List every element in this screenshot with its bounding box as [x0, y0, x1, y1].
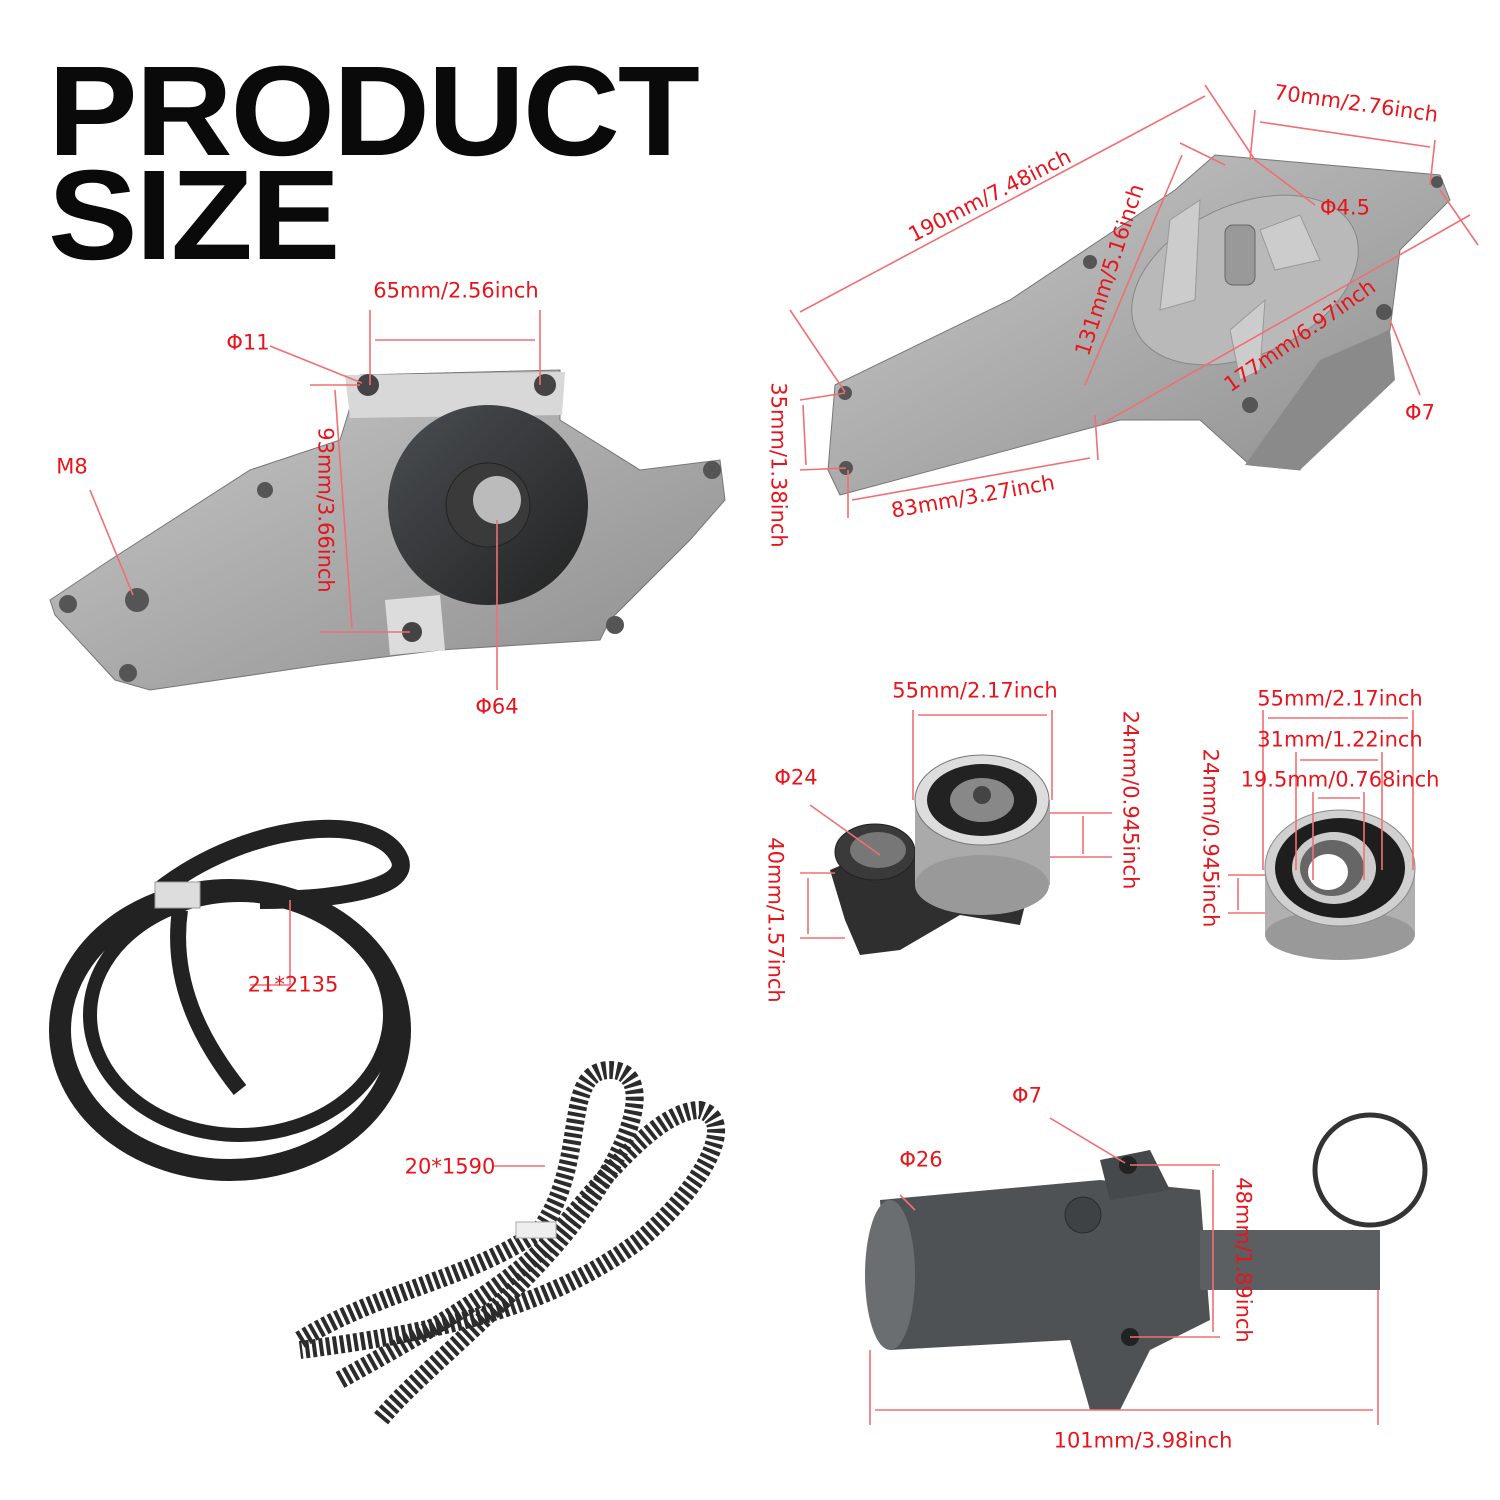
pump-back-small-hole-label: Φ4.5 — [1320, 195, 1370, 220]
idler-inner-label: 19.5mm/0.768inch — [1240, 767, 1440, 792]
pump-back-hole-label: Φ7 — [1405, 400, 1435, 425]
tensioner-pulley-bore-label: Φ24 — [774, 765, 818, 790]
pump-front-thread-label: M8 — [56, 454, 88, 479]
tensioner-pulley-image — [830, 754, 1050, 955]
title-line-2: SIZE — [48, 144, 340, 287]
serpentine-belt-size-label: 21*2135 — [247, 972, 339, 997]
idler-pulley-image — [1264, 809, 1416, 960]
pump-front-hole-diameter-label: Φ11 — [226, 330, 270, 355]
hydraulic-tensioner-image — [865, 1112, 1428, 1410]
pump-pulley-diameter-label: Φ64 — [475, 694, 519, 719]
idler-middle-label: 31mm/1.22inch — [1257, 727, 1423, 752]
water-pump-back-image — [827, 154, 1451, 496]
dimension-lines — [89, 84, 1479, 1425]
pump-front-height-label: 93mm/3.66inch — [313, 427, 338, 593]
hydraulic-tensioner-height-label: 48mm/1.89inch — [1231, 1177, 1256, 1343]
timing-belt-image — [295, 1060, 726, 1426]
water-pump-front-image — [49, 369, 726, 691]
hydraulic-tensioner-body-label: Φ26 — [899, 1147, 943, 1172]
tensioner-pulley-width-label: 55mm/2.17inch — [892, 678, 1058, 703]
tensioner-pulley-thickness-label: 24mm/0.945inch — [1118, 710, 1143, 890]
hydraulic-tensioner-length-label: 101mm/3.98inch — [1053, 1428, 1233, 1453]
serpentine-belt-image — [49, 819, 411, 1181]
idler-thickness-label: 24mm/0.945inch — [1198, 748, 1223, 928]
title-line-1: PRODUCT — [48, 40, 700, 183]
timing-belt-size-label: 20*1590 — [404, 1154, 496, 1179]
idler-outer-label: 55mm/2.17inch — [1257, 686, 1423, 711]
pump-back-end-height-label: 35mm/1.38inch — [766, 382, 791, 548]
tensioner-arm-height-label: 40mm/1.57inch — [763, 837, 788, 1003]
hydraulic-tensioner-hole-label: Φ7 — [1012, 1083, 1042, 1108]
pump-front-hole-spacing-label: 65mm/2.56inch — [373, 278, 539, 303]
